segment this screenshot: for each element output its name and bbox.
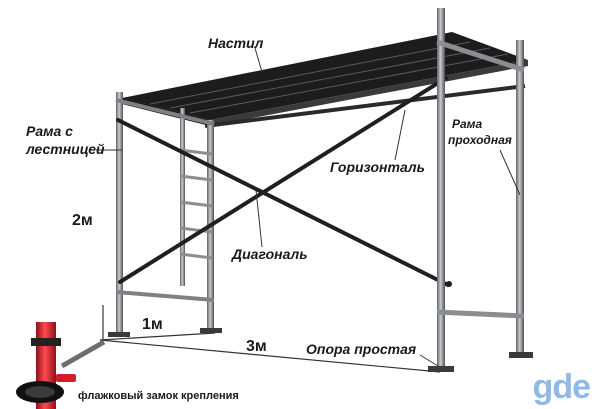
dimension-height: 2м (72, 212, 93, 229)
flag-lock-inset (16, 322, 106, 409)
dimension-lines (99, 305, 441, 373)
label-horizontal: Горизонталь (330, 159, 425, 175)
watermark-logo: gde (532, 368, 591, 406)
label-deck: Настил (208, 35, 264, 51)
label-frame-ladder-1: Рама с (26, 123, 73, 139)
leader-lines (96, 47, 521, 367)
dimension-width: 1м (142, 316, 163, 333)
base-supports (108, 328, 533, 372)
rail-top-far (204, 84, 526, 128)
dimension-length: 3м (246, 338, 267, 355)
label-diagonal: Диагональ (232, 246, 308, 262)
label-frame-pass-2: проходная (448, 133, 512, 147)
label-frame-pass-1: Рама (452, 117, 483, 131)
label-frame-ladder-2: лестницей (26, 141, 105, 157)
ladder-rungs (179, 148, 213, 260)
label-support: Опора простая (306, 341, 417, 357)
label-flag-lock: флажковый замок крепления (78, 390, 239, 402)
frame-passage (436, 8, 525, 370)
diagonal-braces (116, 76, 450, 287)
